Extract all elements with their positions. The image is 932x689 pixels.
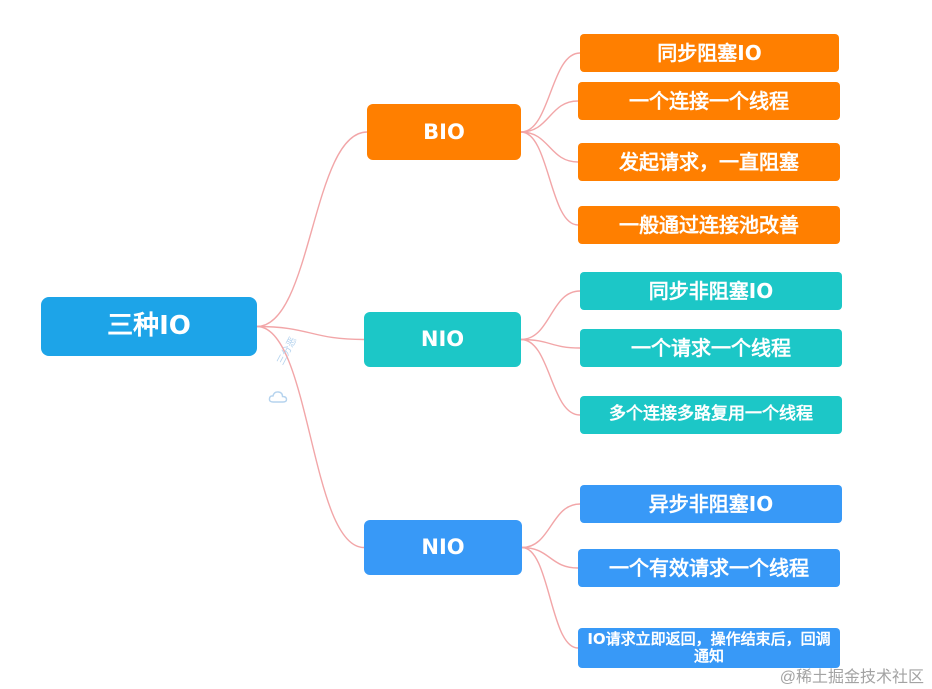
leaf-aio-1[interactable]: 异步非阻塞IO [580,485,842,523]
leaf-nio-3[interactable]: 多个连接多路复用一个线程 [580,396,842,434]
branch-aio[interactable]: NIO [364,520,522,575]
leaf-label: 同步非阻塞IO [648,278,774,303]
connector-line [520,100,579,133]
site-watermark: @稀土掘金技术社区 [779,669,924,686]
leaf-label: 异步非阻塞IO [648,491,774,516]
leaf-nio-1[interactable]: 同步非阻塞IO [580,272,842,310]
connector-line [520,131,579,226]
leaf-label: 同步阻塞IO [657,40,762,65]
connector-line [520,290,581,341]
leaf-label: 多个连接多路复用一个线程 [609,404,813,425]
connector-line [520,52,581,133]
leaf-label: 一般通过连接池改善 [619,212,799,237]
connector-line [521,546,579,569]
leaf-aio-2[interactable]: 一个有效请求一个线程 [578,549,840,587]
leaf-aio-3[interactable]: IO请求立即返回，操作结束后，回调通知 [578,628,840,668]
branch-bio-label: BIO [423,119,465,144]
leaf-label: 一个有效请求一个线程 [609,555,809,580]
leaf-bio-4[interactable]: 一般通过连接池改善 [578,206,840,244]
branch-bio[interactable]: BIO [367,104,521,160]
branch-nio[interactable]: NIO [364,312,521,367]
leaf-label: 一个请求一个线程 [631,335,791,360]
connector-line [520,338,581,349]
leaf-label: 发起请求，一直阻塞 [619,149,799,174]
leaf-bio-1[interactable]: 同步阻塞IO [580,34,839,72]
root-node[interactable]: 三种IO [41,297,257,356]
leaf-bio-2[interactable]: 一个连接一个线程 [578,82,840,120]
connector-line [520,131,579,163]
connector-line [520,338,581,416]
cloud-icon [268,391,288,403]
connector-line [256,325,365,341]
connector-line [521,503,581,549]
connector-line [256,131,368,328]
leaf-label: 一个连接一个线程 [629,88,789,113]
leaf-label: IO请求立即返回，操作结束后，回调通知 [587,629,831,665]
leaf-bio-3[interactable]: 发起请求，一直阻塞 [578,143,840,181]
branch-aio-label: NIO [421,535,465,560]
connector-line [521,546,579,649]
root-label: 三种IO [107,310,191,341]
branch-nio-label: NIO [420,327,465,352]
connector-line [256,325,365,549]
leaf-nio-2[interactable]: 一个请求一个线程 [580,329,842,367]
